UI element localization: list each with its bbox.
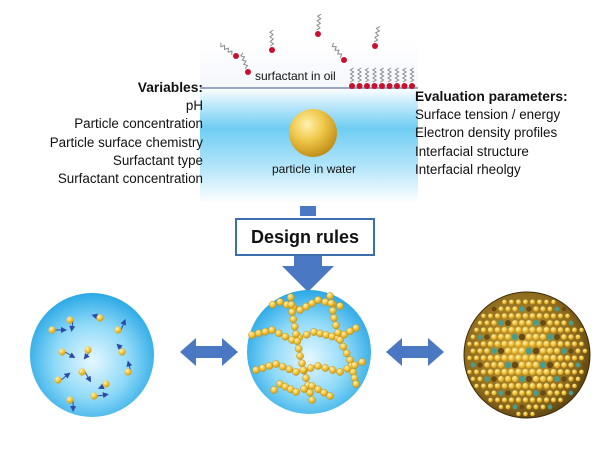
variable-item: Surfactant concentration xyxy=(57,171,203,187)
surfactant-molecule-icon xyxy=(394,67,400,89)
particle-dot xyxy=(124,368,132,376)
particle-dot xyxy=(96,314,104,322)
surfactant-molecule-icon xyxy=(349,67,355,89)
particle-dot xyxy=(58,348,66,356)
down-arrow-icon xyxy=(282,256,334,292)
surfactant-molecule-icon xyxy=(386,67,393,89)
arrow-shaft-top xyxy=(300,206,316,216)
evaluation-item: Electron density profiles xyxy=(415,125,558,141)
particle-dot xyxy=(118,348,126,356)
particle-dot xyxy=(90,392,98,400)
particle-dot xyxy=(66,396,74,404)
variables-heading: Variables: xyxy=(137,80,203,95)
evaluation-item: Interfacial structure xyxy=(415,143,529,159)
variable-item: Particle surface chemistry xyxy=(49,134,203,150)
design-rules-box: Design rules xyxy=(235,218,375,256)
particle-dot xyxy=(54,376,62,384)
free-surfactants xyxy=(220,13,381,75)
variable-item: Particle concentration xyxy=(74,116,203,132)
particle-dot xyxy=(102,380,110,388)
surfactant-molecule-icon xyxy=(364,67,370,89)
particle-dot xyxy=(48,326,56,334)
left-double-arrow-icon xyxy=(180,338,238,366)
surfactant-molecule-icon xyxy=(409,67,415,89)
evaluation-item: Surface tension / energy xyxy=(415,107,561,123)
variable-item: Surfactant type xyxy=(112,152,203,168)
particle-dot xyxy=(84,346,92,354)
oil-label: surfactant in oil xyxy=(255,69,336,83)
surfactant-molecule-icon xyxy=(379,67,385,89)
design-rules-label: Design rules xyxy=(250,226,360,247)
surfactant-molecule-icon xyxy=(269,29,275,53)
right-double-arrow-icon xyxy=(386,338,444,366)
surfactant-molecule-icon xyxy=(401,67,408,89)
surfactant-molecule-icon xyxy=(331,42,347,63)
variables-list: Variables: pH Particle concentration Par… xyxy=(50,79,203,188)
interfacial-surfactant-layer xyxy=(349,67,415,89)
surfactant-molecule-icon xyxy=(220,42,239,59)
interface-scene xyxy=(200,13,418,203)
water-label: particle in water xyxy=(272,162,357,176)
surfactant-molecule-icon xyxy=(356,67,363,89)
surfactant-molecule-icon xyxy=(371,67,378,89)
surfactant-molecule-icon xyxy=(315,13,322,37)
surfactant-molecule-icon xyxy=(239,52,251,75)
particle-chains-sphere xyxy=(247,290,371,414)
particle-dot xyxy=(78,368,86,376)
evaluation-item: Interfacial rheolgy xyxy=(415,161,521,177)
gold-particle xyxy=(289,109,337,157)
surfactant-molecule-icon xyxy=(372,26,381,49)
variable-item: pH xyxy=(185,98,203,114)
particle-dot xyxy=(114,326,122,334)
particle-dot xyxy=(66,316,74,324)
dispersed-particles-sphere xyxy=(30,293,154,417)
evaluation-list: Evaluation parameters: Surface tension /… xyxy=(415,88,568,179)
jammed-particle-shell-sphere xyxy=(463,291,591,419)
evaluation-heading: Evaluation parameters: xyxy=(415,89,568,104)
